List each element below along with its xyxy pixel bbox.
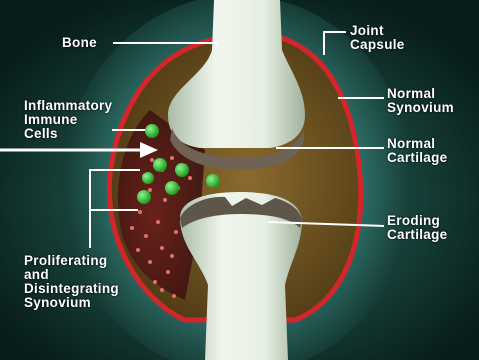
immune-cell	[137, 190, 151, 204]
label-inflammatory-cells: Inflammatory Immune Cells	[24, 99, 112, 141]
immune-cell	[175, 163, 189, 177]
immune-cell	[153, 158, 167, 172]
immune-cell	[145, 124, 159, 138]
label-eroding-cartilage: Eroding Cartilage	[387, 214, 447, 242]
label-normal-synovium: Normal Synovium	[387, 87, 454, 115]
immune-cell	[165, 181, 179, 195]
immune-cell	[206, 174, 220, 188]
label-bone: Bone	[62, 36, 97, 50]
immune-cell	[142, 172, 154, 184]
label-joint-capsule: Joint Capsule	[350, 24, 405, 52]
label-normal-cartilage: Normal Cartilage	[387, 137, 447, 165]
label-proliferating-synovium: Proliferating and Disintegrating Synoviu…	[24, 254, 119, 310]
